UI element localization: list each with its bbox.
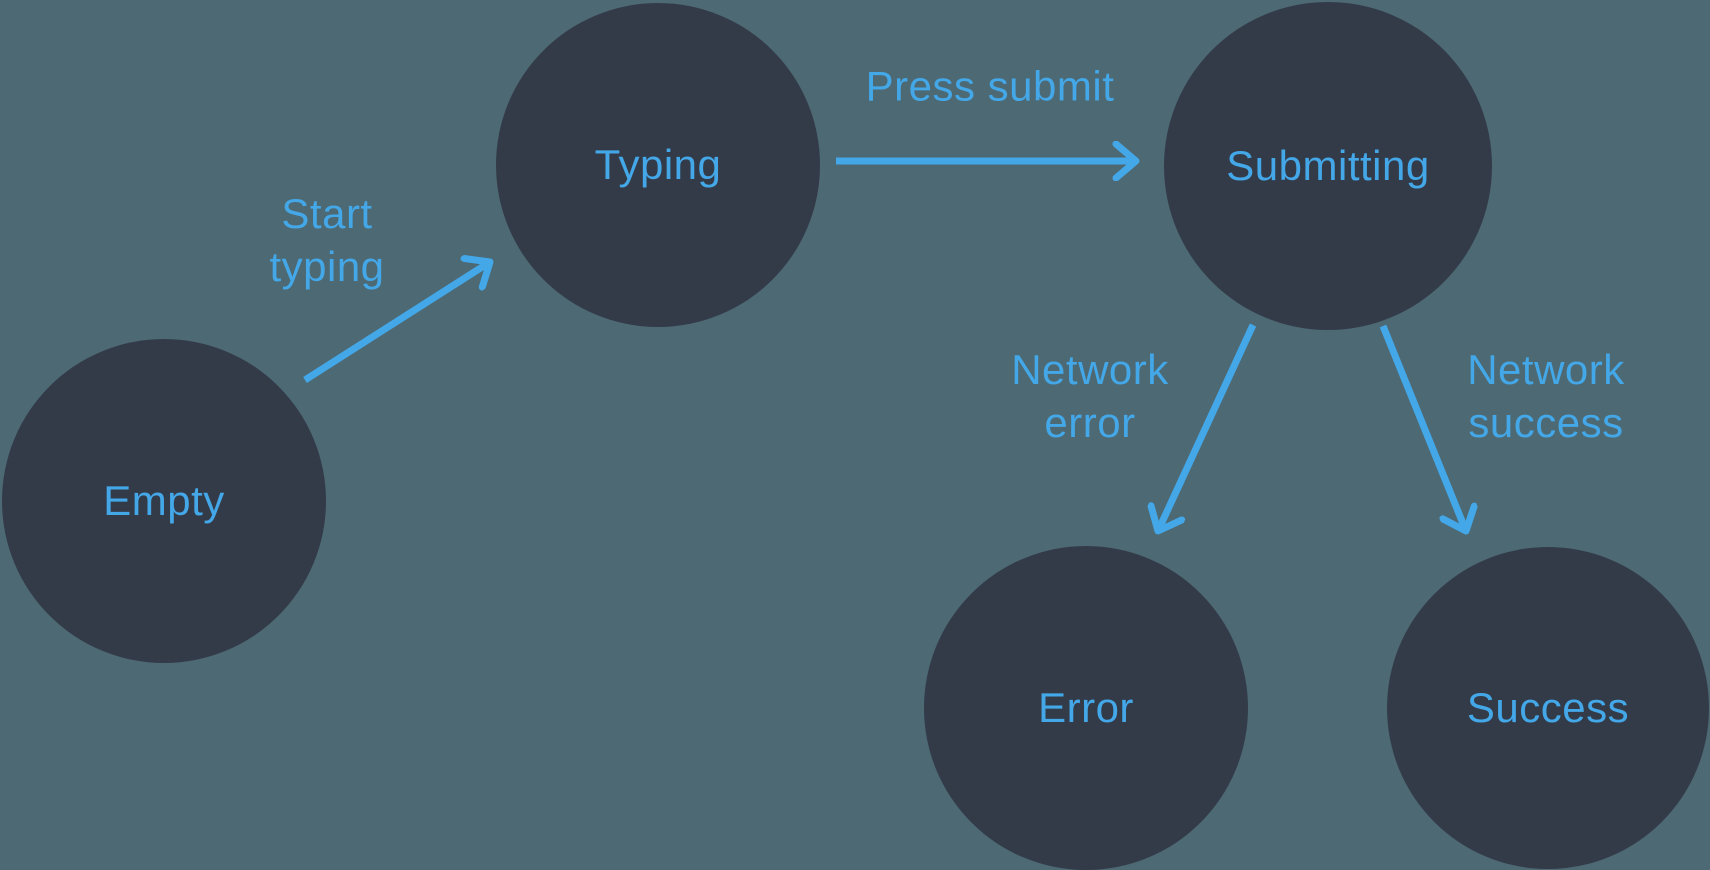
transition-label-line: Start bbox=[281, 190, 373, 237]
state-label-empty: Empty bbox=[103, 477, 225, 524]
transition-label-line: Press submit bbox=[865, 62, 1115, 110]
transition-arrow-network-success bbox=[1379, 324, 1466, 531]
transition-label-line: success bbox=[1468, 399, 1624, 446]
transition-label-press-submit: Press submit bbox=[866, 60, 1115, 113]
transition-arrow-start-typing bbox=[303, 262, 490, 383]
transition-label-network-error: Network error bbox=[1011, 343, 1169, 449]
state-node-submitting: Submitting bbox=[1164, 2, 1492, 330]
transition-label-line: error bbox=[1044, 399, 1136, 446]
state-node-typing: Typing bbox=[496, 3, 820, 327]
state-label-typing: Typing bbox=[594, 141, 722, 188]
state-label-submitting: Submitting bbox=[1226, 142, 1430, 189]
transition-label-start-typing: Start typing bbox=[269, 187, 384, 293]
transition-arrow-network-error bbox=[1158, 323, 1257, 531]
state-label-success: Success bbox=[1466, 684, 1630, 731]
state-label-error: Error bbox=[1038, 684, 1134, 731]
state-node-error: Error bbox=[924, 546, 1248, 870]
state-node-success: Success bbox=[1387, 547, 1709, 869]
transition-label-line: Network bbox=[1467, 346, 1625, 393]
state-node-empty: Empty bbox=[2, 339, 326, 663]
transition-label-line: Network bbox=[1011, 346, 1169, 393]
transition-label-line: typing bbox=[269, 243, 385, 290]
transition-label-network-success: Network success bbox=[1467, 343, 1625, 449]
